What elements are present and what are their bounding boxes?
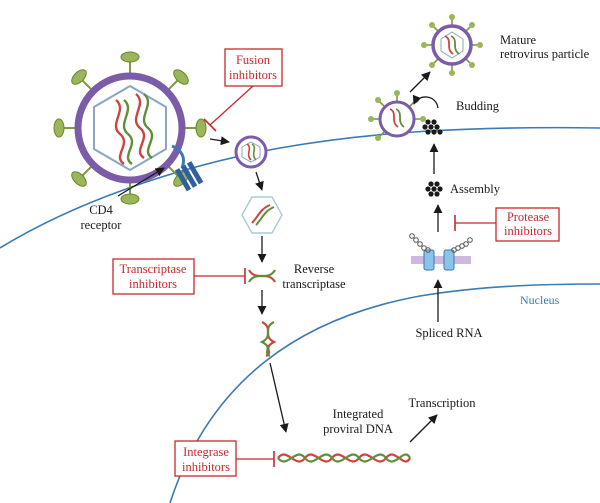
mature-label: Mature — [500, 33, 537, 47]
fusion-inhibitor-label: Fusion — [236, 53, 271, 67]
cell-membrane — [0, 126, 600, 249]
svg-text:retrovirus particle: retrovirus particle — [500, 47, 590, 61]
entry-arrow — [209, 136, 230, 146]
integrase-inhibitor-label: Integrase — [183, 445, 229, 459]
svg-text:receptor: receptor — [81, 218, 123, 232]
rna-icon — [114, 93, 154, 165]
dna-helix-icon — [248, 269, 276, 283]
budding-label: Budding — [456, 99, 500, 113]
transcriptase-inhibitor-label: Transcriptase — [120, 262, 187, 276]
svg-text:inhibitors: inhibitors — [182, 460, 230, 474]
budding-curve-arrow — [412, 94, 439, 109]
dna-helix-icon — [259, 321, 277, 357]
fusion-inhibitor: Fusion inhibitors — [203, 48, 283, 132]
integration-arrow — [269, 362, 289, 433]
uncoating-arrow — [255, 171, 264, 191]
virus-particle-budding — [368, 90, 426, 141]
virus-particle-large — [53, 51, 207, 205]
cd4-receptor-icon — [171, 144, 204, 192]
integrated-dna-label: Integrated — [333, 407, 384, 421]
svg-text:proviral DNA: proviral DNA — [323, 422, 393, 436]
transcriptase-inhibitor: Transcriptase inhibitors — [112, 258, 246, 295]
budding-cluster-icon — [422, 119, 443, 135]
cd4-label: CD4 — [89, 203, 113, 217]
spliced-rna-label: Spliced RNA — [415, 326, 482, 340]
process-arrows — [117, 71, 443, 443]
spike-icon — [62, 60, 198, 196]
proviral-dna-icon — [277, 453, 411, 463]
integrase-inhibitor: Integrase inhibitors — [174, 440, 275, 477]
virus-particle-mature — [421, 14, 483, 76]
virus-particle-entering — [234, 135, 268, 169]
ribosome-icon — [409, 233, 473, 271]
transcription-arrow — [409, 414, 438, 443]
svg-text:transcriptase: transcriptase — [282, 277, 346, 291]
protease-inhibitor-label: Protease — [507, 210, 550, 224]
svg-text:inhibitors: inhibitors — [129, 277, 177, 291]
assembly-cluster-icon — [425, 181, 443, 197]
nucleus-label: Nucleus — [520, 293, 560, 307]
capsid-uncoated — [241, 196, 283, 234]
release-arrow — [409, 71, 431, 93]
svg-text:inhibitors: inhibitors — [504, 224, 552, 238]
assembly-label: Assembly — [450, 182, 501, 196]
transcription-label: Transcription — [409, 396, 477, 410]
reverse-transcriptase-label: Reverse — [294, 262, 335, 276]
nuclear-membrane — [169, 283, 600, 503]
protease-inhibitor: Protease inhibitors — [454, 207, 560, 242]
svg-text:inhibitors: inhibitors — [229, 68, 277, 82]
cd4-pointer-arrow — [117, 167, 165, 197]
